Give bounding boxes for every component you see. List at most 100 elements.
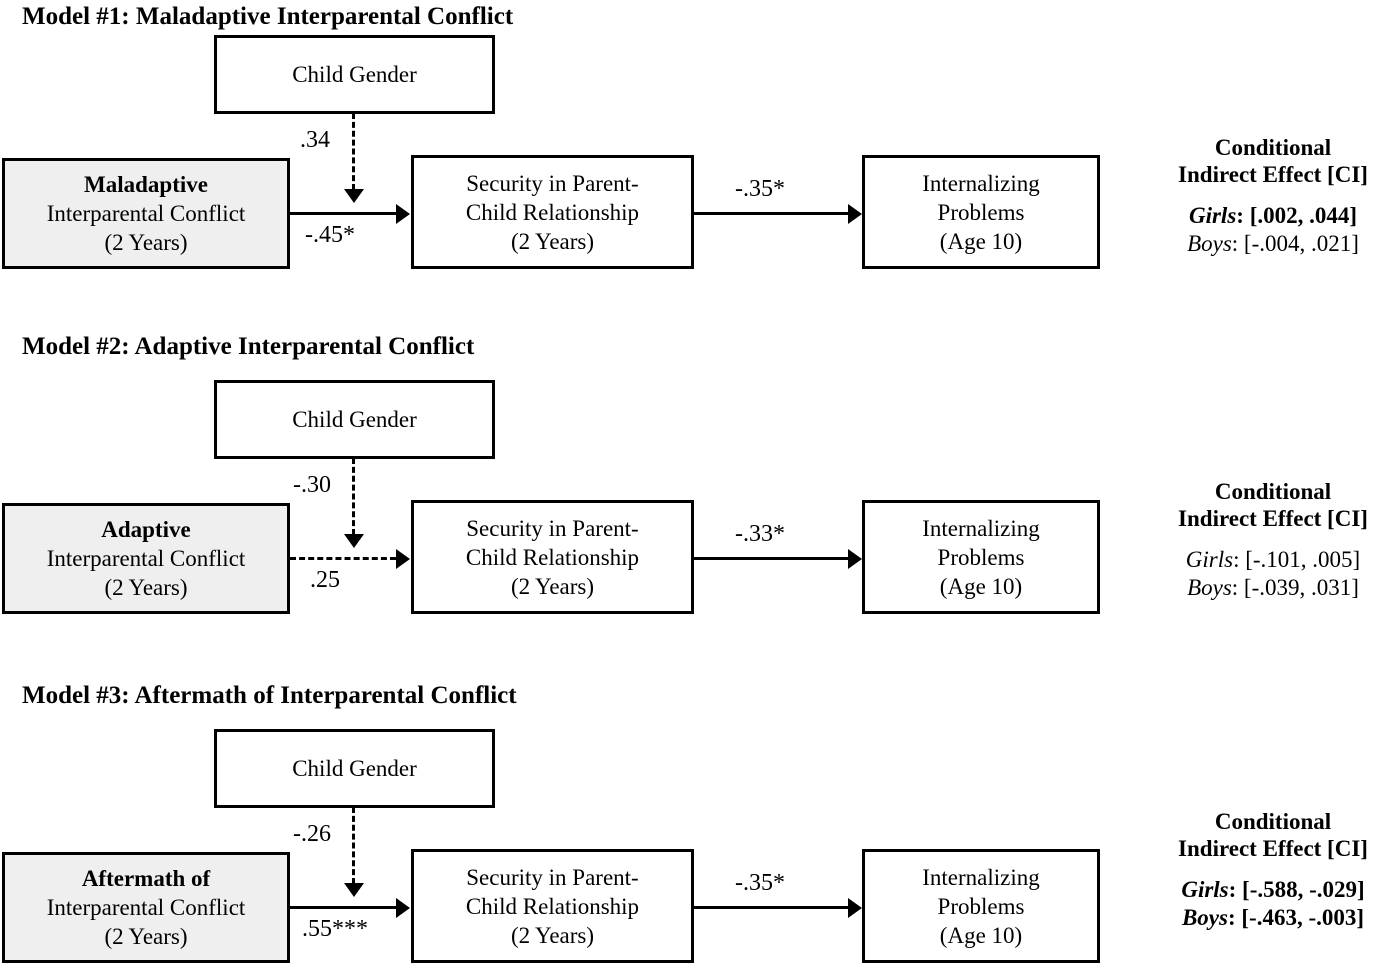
model-3-a-path-arrowhead-icon	[396, 898, 410, 918]
ci-header-line-2: Indirect Effect [CI]	[1178, 162, 1368, 187]
model-3-b-path-label: -.35*	[735, 870, 785, 896]
box-label-line: Security in Parent-	[466, 515, 639, 541]
ci-boys-label: Boys	[1187, 575, 1232, 600]
box-label-line: (2 Years)	[510, 922, 595, 948]
ci-boys-value: : [-.463, -.003]	[1227, 905, 1365, 930]
model-3-a-path-label: .55***	[302, 916, 368, 942]
model-3-box-mediator: Security in Parent- Child Relationship (…	[411, 849, 694, 963]
model-3-box-outcome: Internalizing Problems (Age 10)	[862, 849, 1100, 963]
box-label-line: Interparental Conflict	[46, 201, 246, 226]
model-1-title: Model #1: Maladaptive Interparental Conf…	[22, 3, 514, 30]
model-3-a-path-line	[290, 906, 396, 909]
model-3-moderator-path-line	[352, 807, 355, 884]
box-label-line: Child Relationship	[465, 893, 640, 919]
ci-girls-value: : [.002, .044]	[1236, 203, 1358, 228]
model-2-title: Model #2: Adaptive Interparental Conflic…	[22, 333, 475, 360]
model-1-box-mediator: Security in Parent- Child Relationship (…	[411, 155, 694, 269]
model-1-b-path-line	[694, 212, 848, 215]
model-3-moderator-arrowhead-icon	[344, 883, 364, 897]
model-3-box-child-gender: Child Gender	[214, 729, 495, 808]
model-2-a-path-arrowhead-icon	[396, 549, 410, 569]
model-1-a-path-label: -.45*	[305, 222, 355, 248]
model-3-moderator-path-label: -.26	[293, 821, 331, 847]
box-label-line: Child Relationship	[465, 199, 640, 225]
box-label-line: Internalizing	[922, 864, 1040, 890]
box-label-line: (2 Years)	[104, 924, 188, 949]
model-1-diagram: Model #1: Maladaptive Interparental Conf…	[0, 0, 1400, 320]
model-2-box-mediator: Security in Parent- Child Relationship (…	[411, 500, 694, 614]
ci-boys-value: : [-.039, .031]	[1231, 575, 1359, 600]
ci-row-boys: Boys: [-.039, .031]	[1148, 574, 1398, 602]
model-2-box-predictor: Adaptive Interparental Conflict (2 Years…	[2, 503, 290, 614]
model-2-a-path-label: .25	[310, 567, 340, 593]
model-1-a-path-arrowhead-icon	[396, 204, 410, 224]
model-2-moderator-path-line	[352, 458, 355, 535]
box-label-line: (2 Years)	[510, 573, 595, 599]
model-1-b-path-label: -.35*	[735, 176, 785, 202]
ci-rows: Girls: [.002, .044] Boys: [-.004, .021]	[1148, 202, 1398, 258]
box-label-line: (Age 10)	[939, 573, 1023, 599]
model-1-moderator-arrowhead-icon	[344, 189, 364, 203]
ci-boys-value: : [-.004, .021]	[1231, 231, 1359, 256]
model-2-conditional-indirect-effect: Conditional Indirect Effect [CI] Girls: …	[1148, 478, 1398, 602]
model-3-box-predictor: Aftermath of Interparental Conflict (2 Y…	[2, 852, 290, 963]
box-label-line: Interparental Conflict	[46, 546, 246, 571]
ci-boys-label: Boys	[1181, 905, 1228, 930]
model-1-moderator-path-line	[352, 113, 355, 190]
box-label-line: (2 Years)	[104, 575, 188, 600]
box-label-line: (2 Years)	[104, 230, 188, 255]
model-1-b-path-arrowhead-icon	[848, 204, 862, 224]
model-3-b-path-line	[694, 906, 848, 909]
ci-row-girls: Girls: [-.588, -.029]	[1148, 876, 1398, 904]
ci-header-line-2: Indirect Effect [CI]	[1178, 506, 1368, 531]
model-1-box-child-gender: Child Gender	[214, 35, 495, 114]
model-1-a-path-line	[290, 212, 396, 215]
ci-girls-label: Girls	[1181, 877, 1229, 902]
box-label-line: (Age 10)	[939, 922, 1023, 948]
ci-header-line-1: Conditional	[1214, 135, 1332, 160]
model-2-a-path-line	[290, 557, 396, 560]
ci-row-girls: Girls: [.002, .044]	[1148, 202, 1398, 230]
model-2-b-path-arrowhead-icon	[848, 549, 862, 569]
ci-row-boys: Boys: [-.004, .021]	[1148, 230, 1398, 258]
model-2-b-path-line	[694, 557, 848, 560]
box-label-line: Child Gender	[292, 62, 417, 87]
ci-header-line-1: Conditional	[1214, 479, 1332, 504]
box-label-line: Aftermath of	[81, 866, 211, 891]
model-2-box-child-gender: Child Gender	[214, 380, 495, 459]
ci-row-boys: Boys: [-.463, -.003]	[1148, 904, 1398, 932]
model-1-conditional-indirect-effect: Conditional Indirect Effect [CI] Girls: …	[1148, 134, 1398, 258]
model-3-title: Model #3: Aftermath of Interparental Con…	[22, 682, 517, 709]
ci-header-line-1: Conditional	[1214, 809, 1332, 834]
box-label-line: Interparental Conflict	[46, 895, 246, 920]
model-3-diagram: Model #3: Aftermath of Interparental Con…	[0, 675, 1400, 980]
model-2-diagram: Model #2: Adaptive Interparental Conflic…	[0, 330, 1400, 660]
model-3-b-path-arrowhead-icon	[848, 898, 862, 918]
ci-rows: Girls: [-.101, .005] Boys: [-.039, .031]	[1148, 546, 1398, 602]
box-label-line: Problems	[937, 544, 1025, 570]
box-label-line: Child Gender	[292, 407, 417, 432]
model-2-moderator-path-label: -.30	[293, 472, 331, 498]
ci-boys-label: Boys	[1187, 231, 1232, 256]
box-label-line: (Age 10)	[939, 228, 1023, 254]
ci-girls-value: : [-.588, -.029]	[1228, 877, 1365, 902]
ci-girls-label: Girls	[1188, 203, 1237, 228]
model-1-box-predictor: Maladaptive Interparental Conflict (2 Ye…	[2, 158, 290, 269]
ci-girls-value: : [-.101, .005]	[1233, 547, 1361, 572]
box-label-line: Adaptive	[101, 517, 191, 542]
box-label-line: Problems	[937, 893, 1025, 919]
ci-row-girls: Girls: [-.101, .005]	[1148, 546, 1398, 574]
ci-girls-label: Girls	[1185, 547, 1234, 572]
box-label-line: Maladaptive	[84, 172, 208, 197]
model-1-moderator-path-label: .34	[300, 127, 330, 153]
box-label-line: Child Relationship	[465, 544, 640, 570]
model-2-b-path-label: -.33*	[735, 521, 785, 547]
ci-header-line-2: Indirect Effect [CI]	[1178, 836, 1368, 861]
model-3-conditional-indirect-effect: Conditional Indirect Effect [CI] Girls: …	[1148, 808, 1398, 932]
box-label-line: Problems	[937, 199, 1025, 225]
model-1-box-outcome: Internalizing Problems (Age 10)	[862, 155, 1100, 269]
box-label-line: Child Gender	[292, 756, 417, 781]
model-2-moderator-arrowhead-icon	[344, 534, 364, 548]
box-label-line: (2 Years)	[510, 228, 595, 254]
box-label-line: Security in Parent-	[466, 170, 639, 196]
